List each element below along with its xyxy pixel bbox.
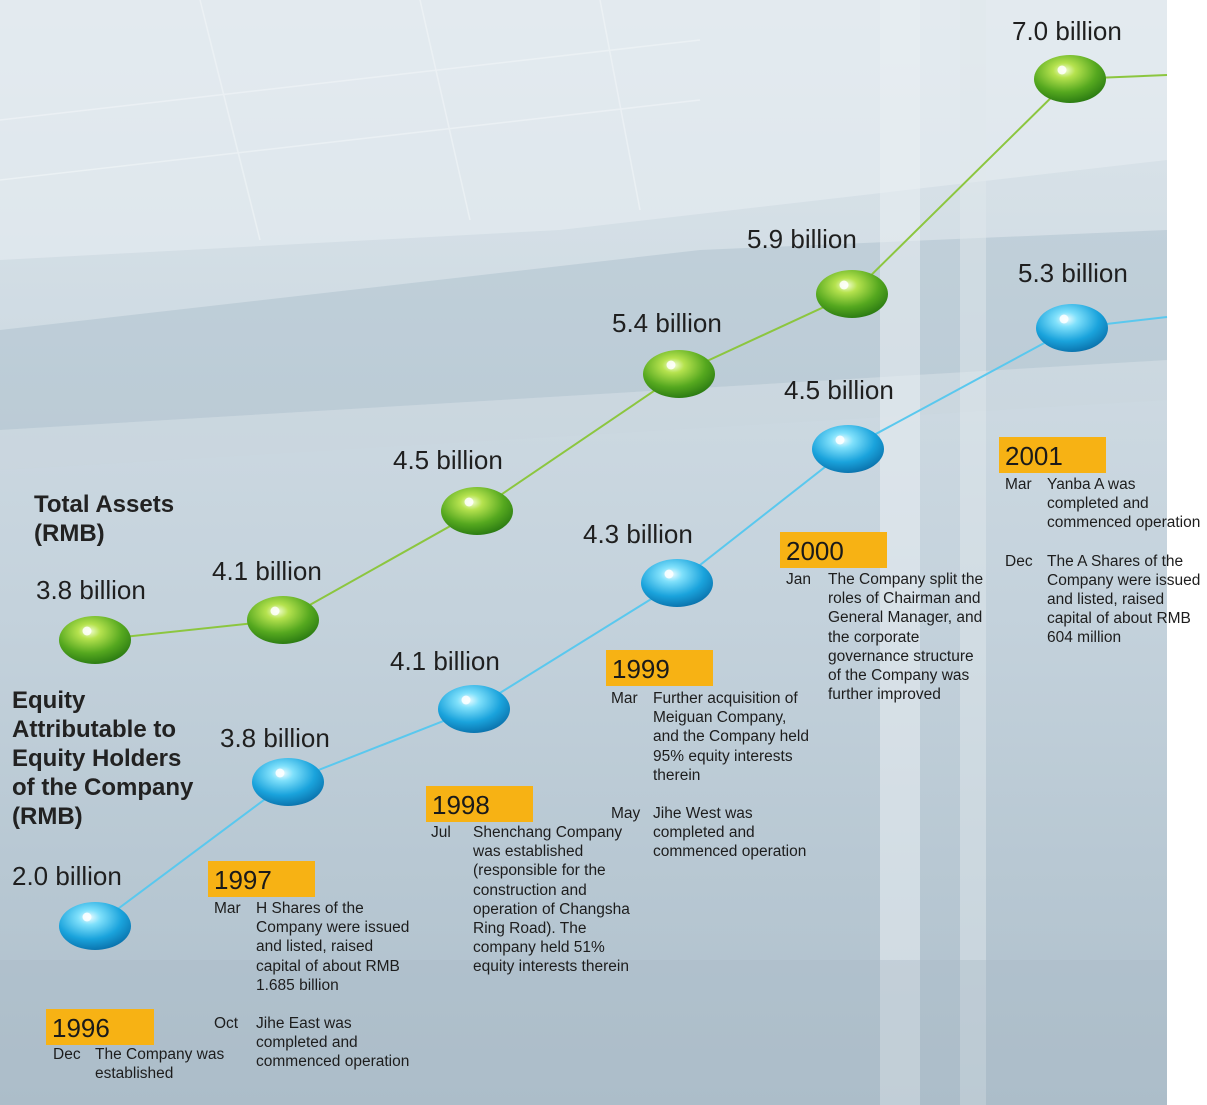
year-badge-1998: 1998	[426, 786, 533, 822]
year-badge-1997: 1997	[208, 861, 315, 897]
assets-value-label-2000: 5.9 billion	[747, 224, 857, 254]
event-text: The Company was established	[95, 1046, 225, 1083]
equity-marker-highlight	[82, 912, 92, 922]
assets-marker-highlight	[1057, 65, 1067, 75]
assets-point-1997	[247, 596, 319, 644]
event-month: Jan	[786, 571, 811, 588]
assets-marker-highlight	[666, 360, 676, 370]
event-text: Shenchang Company was established (respo…	[473, 824, 630, 976]
equity-marker-highlight	[461, 695, 471, 705]
year-badge-1996: 1996	[46, 1009, 154, 1045]
event-item: Dec The A Shares of the Company were issu…	[1005, 552, 1207, 648]
equity-point-1998	[438, 685, 510, 733]
line-chart	[59, 55, 1168, 950]
assets-point-1996	[59, 616, 131, 664]
event-month: Mar	[1005, 476, 1032, 493]
event-month: May	[611, 805, 641, 823]
event-month: Jul	[431, 824, 451, 841]
event-month: Dec	[53, 1046, 81, 1063]
events-1998: Jul Shenchang Company was established (re…	[431, 823, 633, 996]
equity-marker	[641, 559, 713, 607]
event-item: Mar Yanba A was completed and commenced o…	[1005, 475, 1207, 533]
equity-marker-highlight	[835, 435, 845, 445]
equity-value-label-1998: 4.1 billion	[390, 646, 500, 676]
events-1997: Mar H Shares of the Company were issued a…	[214, 899, 416, 1091]
events-1996: Dec The Company was established	[53, 1045, 255, 1102]
assets-point-1999	[643, 350, 715, 398]
event-text: The A Shares of the Company were issued …	[1047, 552, 1201, 647]
event-text: Yanba A was completed and commenced oper…	[1047, 476, 1201, 532]
equity-marker-highlight	[664, 569, 674, 579]
event-text: H Shares of the Company were issued and …	[256, 900, 410, 994]
equity-value-label-1997: 3.8 billion	[220, 723, 330, 753]
event-item: Mar H Shares of the Company were issued a…	[214, 899, 416, 995]
event-item: Jul Shenchang Company was established (re…	[431, 823, 633, 977]
assets-marker-highlight	[82, 626, 92, 636]
equity-point-1996	[59, 902, 131, 950]
equity-marker	[812, 425, 884, 473]
assets-marker	[59, 616, 131, 664]
equity-marker	[1036, 304, 1108, 352]
event-item: Mar Further acquisition of Meiguan Compan…	[611, 689, 813, 785]
equity-point-1997	[252, 758, 324, 806]
event-item: Dec The Company was established	[53, 1045, 255, 1083]
assets-value-label-1999: 5.4 billion	[612, 308, 722, 338]
equity-marker	[252, 758, 324, 806]
event-month: Mar	[611, 690, 638, 707]
equity-value-label-2000: 4.5 billion	[784, 375, 894, 405]
assets-marker-highlight	[839, 280, 849, 290]
equity-point-2000	[812, 425, 884, 473]
equity-value-label-1996: 2.0 billion	[12, 861, 122, 891]
assets-marker	[247, 596, 319, 644]
assets-marker	[643, 350, 715, 398]
equity-marker	[59, 902, 131, 950]
event-text: Jihe West was completed and commenced op…	[653, 805, 807, 861]
assets-marker	[441, 487, 513, 535]
equity-marker-highlight	[275, 768, 285, 778]
assets-marker	[816, 270, 888, 318]
equity-point-2001	[1036, 304, 1108, 352]
assets-marker	[1034, 55, 1106, 103]
event-item: Jan The Company split the roles of Chairm…	[786, 570, 988, 704]
assets-marker-highlight	[464, 497, 474, 507]
assets-point-2000	[816, 270, 888, 318]
event-month: Mar	[214, 900, 241, 917]
equity-value-label-1999: 4.3 billion	[583, 519, 693, 549]
equity-marker-highlight	[1059, 314, 1069, 324]
assets-marker-highlight	[270, 606, 280, 616]
event-item: Oct Jihe East was completed and commenced…	[214, 1014, 416, 1072]
equity-point-1999	[641, 559, 713, 607]
assets-value-label-1996: 3.8 billion	[36, 575, 146, 605]
equity-value-label-2001: 5.3 billion	[1018, 258, 1128, 288]
event-text: Further acquisition of Meiguan Company, …	[653, 690, 809, 784]
event-month: Dec	[1005, 552, 1033, 570]
assets-value-label-1997: 4.1 billion	[212, 556, 322, 586]
events-2000: Jan The Company split the roles of Chairm…	[786, 570, 988, 723]
event-item: May Jihe West was completed and commenced…	[611, 804, 813, 862]
year-badge-1999: 1999	[606, 650, 713, 686]
assets-value-label-1998: 4.5 billion	[393, 445, 503, 475]
equity-marker	[438, 685, 510, 733]
background-structure	[0, 0, 1167, 1105]
event-text: Jihe East was completed and commenced op…	[256, 1015, 410, 1071]
events-1999: Mar Further acquisition of Meiguan Compan…	[611, 689, 813, 881]
events-2001: Mar Yanba A was completed and commenced o…	[1005, 475, 1207, 667]
assets-point-2001	[1034, 55, 1106, 103]
assets-point-1998	[441, 487, 513, 535]
year-badge-2001: 2001	[999, 437, 1106, 473]
event-text: The Company split the roles of Chairman …	[828, 571, 984, 704]
assets-value-label-2001: 7.0 billion	[1012, 16, 1122, 46]
assets-series-title: Total Assets (RMB)	[34, 491, 175, 547]
event-month: Oct	[214, 1015, 239, 1033]
year-badge-2000: 2000	[780, 532, 887, 568]
equity-series-title: Equity Attributable to Equity Holders of…	[12, 687, 194, 830]
